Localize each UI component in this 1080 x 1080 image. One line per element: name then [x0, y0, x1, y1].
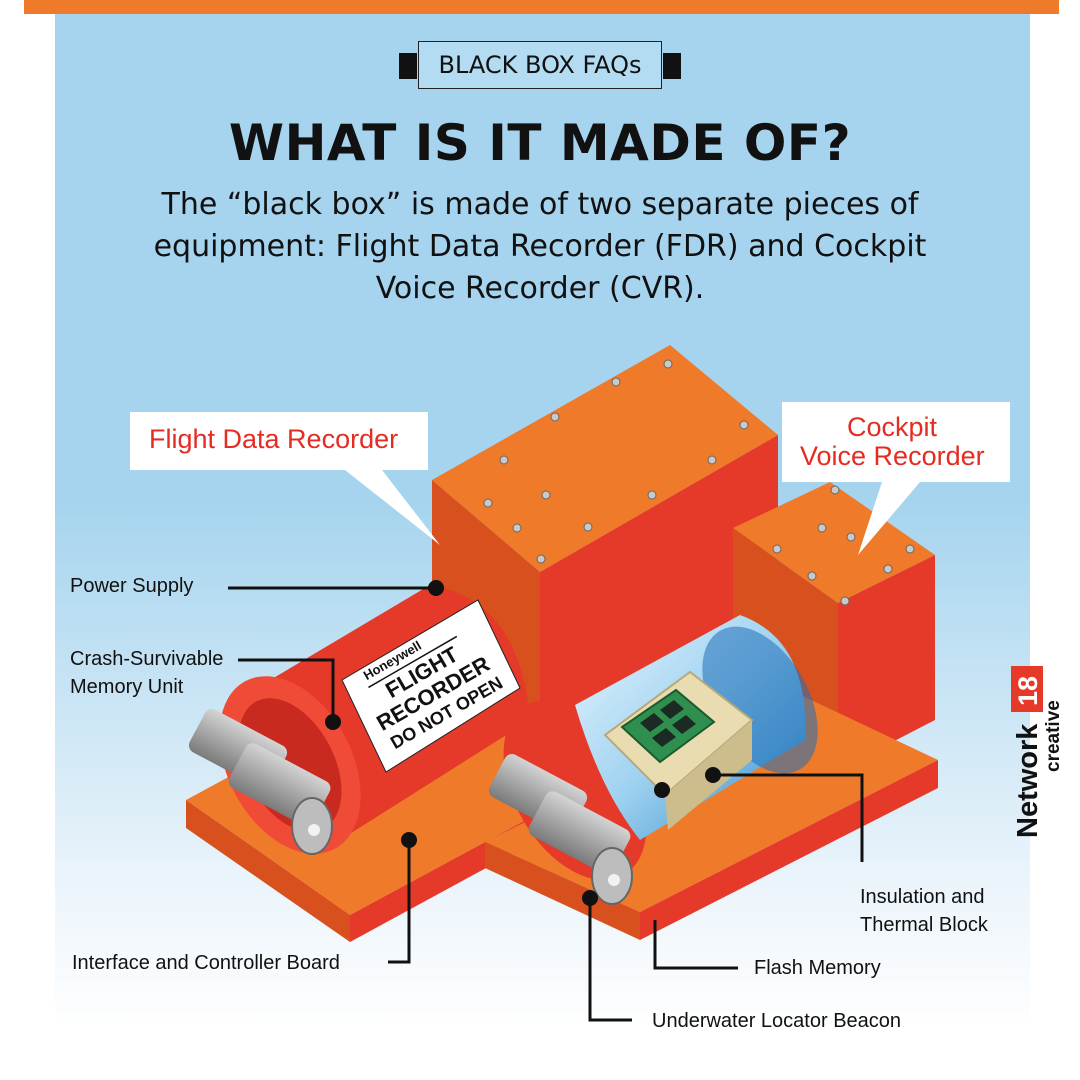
fdr-beacon-mount	[188, 709, 333, 855]
cvr-callout-line-1: Cockpit	[847, 412, 938, 442]
leader-dots	[325, 580, 721, 906]
label-power-supply: Power Supply	[70, 575, 193, 597]
fdr-callout: Flight Data Recorder	[130, 412, 440, 545]
intro-paragraph: The “black box” is made of two separate …	[153, 187, 927, 306]
cvr-screws	[772, 485, 915, 606]
tag-wrapper: BLACK BOX FAQs	[0, 41, 1080, 89]
label-csmu-line-2: Memory Unit	[70, 676, 184, 698]
network18-logo: Network 18 creative	[1011, 666, 1063, 838]
cvr-callout: Cockpit Voice Recorder	[782, 402, 1010, 555]
label-csmu-line-1: Crash-Survivable	[70, 648, 223, 670]
label-flash-memory: Flash Memory	[754, 957, 881, 979]
label-insulation-line-2: Thermal Block	[860, 914, 989, 936]
top-accent-bar	[24, 0, 1059, 14]
fdr-callout-text: Flight Data Recorder	[149, 424, 398, 454]
fdr-screws	[483, 359, 749, 564]
label-insulation-line-1: Insulation and	[860, 886, 985, 908]
logo-network-text: Network	[1012, 723, 1044, 838]
logo-creative-text: creative	[1043, 700, 1063, 772]
cvr-callout-line-2: Voice Recorder	[800, 441, 985, 471]
leader-lines	[228, 586, 864, 1022]
flash-memory-chip	[620, 688, 716, 764]
section-tag: BLACK BOX FAQs	[398, 41, 682, 89]
label-interface-board: Interface and Controller Board	[72, 952, 340, 974]
label-ulb: Underwater Locator Beacon	[652, 1010, 901, 1032]
page-title: WHAT IS IT MADE OF?	[228, 114, 852, 172]
logo-number-text: 18	[1013, 676, 1043, 706]
cvr-beacon-mount	[488, 754, 633, 905]
